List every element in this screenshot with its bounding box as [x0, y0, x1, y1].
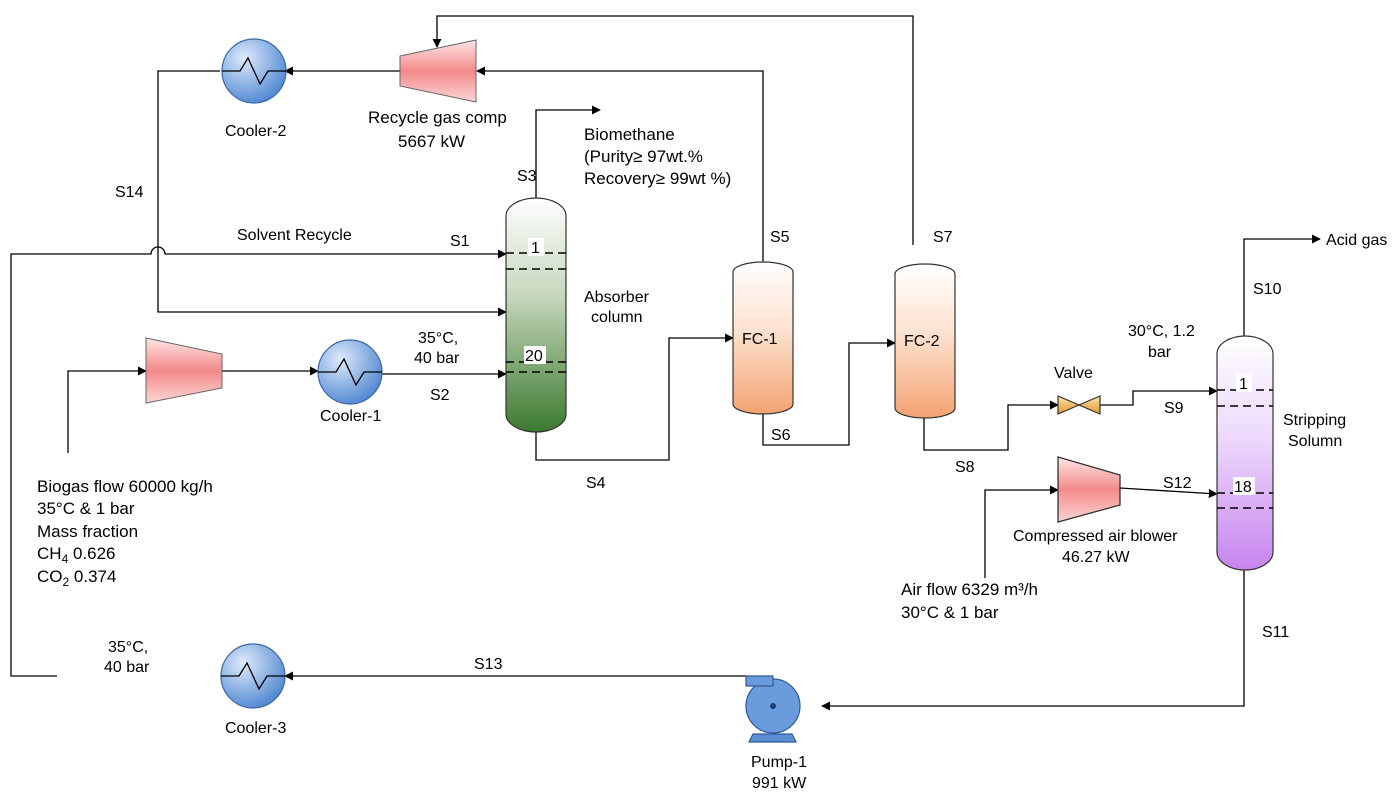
- biogas-compressor[interactable]: [145, 337, 223, 404]
- stream-s7-line: [432, 15, 914, 245]
- stream-biogas-feed-line: [67, 366, 147, 453]
- stream-label-s7: S7: [933, 229, 953, 246]
- stream-label-s14: S14: [115, 184, 144, 201]
- stream-s3-line: [535, 105, 601, 198]
- blower-label-1: Compressed air blower: [1013, 528, 1178, 545]
- recycle-comp-label: Recycle gas comp: [368, 108, 507, 127]
- cooler-1[interactable]: [317, 339, 383, 405]
- solvent-recycle-label: Solvent Recycle: [237, 227, 352, 244]
- s9-condition-1: 30°C, 1.2: [1128, 323, 1195, 340]
- stream-s11-line: [821, 570, 1245, 711]
- stripping-column[interactable]: [1216, 335, 1274, 571]
- stream-label-s10: S10: [1253, 281, 1282, 298]
- stream-label-s9: S9: [1164, 400, 1184, 417]
- stream-label-s4: S4: [586, 475, 606, 492]
- biomethane-label-1: Biomethane: [584, 125, 675, 144]
- fc1-label: FC-1: [742, 331, 778, 348]
- absorber-column[interactable]: [505, 197, 567, 433]
- s13-condition-1: 35°C,: [108, 639, 148, 656]
- biogas-co2-fraction: CO2 0.374: [37, 567, 116, 589]
- absorber-label-1: Absorber: [584, 289, 650, 306]
- biogas-label-1: Biogas flow 60000 kg/h: [37, 477, 213, 496]
- heat-exchanger-icon: [318, 357, 382, 387]
- valve-label: Valve: [1054, 365, 1093, 382]
- pump-label-2: 991 kW: [752, 775, 807, 792]
- heat-exchanger-icon: [221, 661, 285, 691]
- pump-1[interactable]: [745, 675, 801, 743]
- stream-lines: [10, 15, 1321, 711]
- stream-label-s11: S11: [1262, 624, 1289, 641]
- stream-label-s12: S12: [1163, 475, 1192, 492]
- stream-s1-line: [10, 246, 507, 677]
- tray-number-bg: [528, 238, 544, 256]
- stripper-tray-top: 1: [1239, 376, 1248, 393]
- stream-s10-line: [1243, 234, 1321, 338]
- stream-s9-line: [1100, 386, 1218, 406]
- absorber-tray-top: 1: [531, 240, 540, 257]
- stream-s5-line: [476, 66, 764, 265]
- cooler-3[interactable]: [220, 643, 286, 709]
- cooler-2[interactable]: [221, 38, 287, 104]
- fc2-label: FC-2: [904, 333, 940, 350]
- biomethane-label-3: Recovery≥ 99wt %): [584, 169, 731, 188]
- air-flow-label-2: 30°C & 1 bar: [901, 603, 999, 622]
- s9-condition-2: bar: [1148, 344, 1172, 361]
- biogas-ch4-fraction: CH4 0.626: [37, 544, 116, 566]
- s13-condition-2: 40 bar: [104, 659, 150, 676]
- acid-gas-label: Acid gas: [1326, 232, 1387, 249]
- stream-label-s13: S13: [474, 656, 503, 673]
- blower-label-2: 46.27 kW: [1062, 549, 1130, 566]
- biomethane-label-2: (Purity≥ 97wt.%: [584, 147, 703, 166]
- absorber-label-2: column: [591, 309, 643, 326]
- stream-label-s2: S2: [430, 387, 450, 404]
- pump-label-1: Pump-1: [751, 754, 807, 771]
- valve[interactable]: [1057, 395, 1101, 415]
- stream-air-feed-line: [984, 485, 1059, 578]
- compressed-air-blower[interactable]: [1057, 456, 1121, 523]
- recycle-gas-compressor[interactable]: [399, 39, 477, 103]
- stream-s14-line: [157, 70, 507, 317]
- flash-drum-fc1[interactable]: [732, 261, 794, 415]
- stream-s8-line: [923, 400, 1059, 451]
- cooler-1-label: Cooler-1: [320, 408, 381, 425]
- biogas-label-2: 35°C & 1 bar: [37, 499, 135, 518]
- stream-label-s5: S5: [770, 229, 790, 246]
- recycle-comp-power: 5667 kW: [398, 132, 465, 151]
- stream-label-s1: S1: [450, 233, 470, 250]
- s2-condition-1: 35°C,: [418, 330, 458, 347]
- flash-drum-fc2[interactable]: [894, 263, 956, 419]
- absorber-tray-bottom: 20: [525, 348, 543, 365]
- tray-number-bg: [1233, 477, 1255, 495]
- tray-number-bg: [1236, 374, 1252, 392]
- stream-label-s8: S8: [955, 459, 975, 476]
- biogas-label-3: Mass fraction: [37, 522, 138, 541]
- air-flow-label-1: Air flow 6329 m³/h: [901, 580, 1038, 599]
- s2-condition-2: 40 bar: [414, 350, 460, 367]
- stripper-label-2: Solumn: [1288, 433, 1342, 450]
- stripper-label-1: Stripping: [1283, 412, 1346, 429]
- stream-label-s6: S6: [771, 427, 791, 444]
- stream-s12-line: [1119, 487, 1218, 498]
- stripper-tray-bottom: 18: [1234, 479, 1252, 496]
- cooler-2-label: Cooler-2: [225, 123, 286, 140]
- stream-s4-line: [535, 333, 734, 461]
- stream-s6-line: [762, 338, 896, 446]
- heat-exchanger-icon: [222, 56, 286, 86]
- stream-label-s3: S3: [517, 168, 537, 185]
- cooler-3-label: Cooler-3: [225, 720, 286, 737]
- tray-number-bg: [524, 346, 546, 364]
